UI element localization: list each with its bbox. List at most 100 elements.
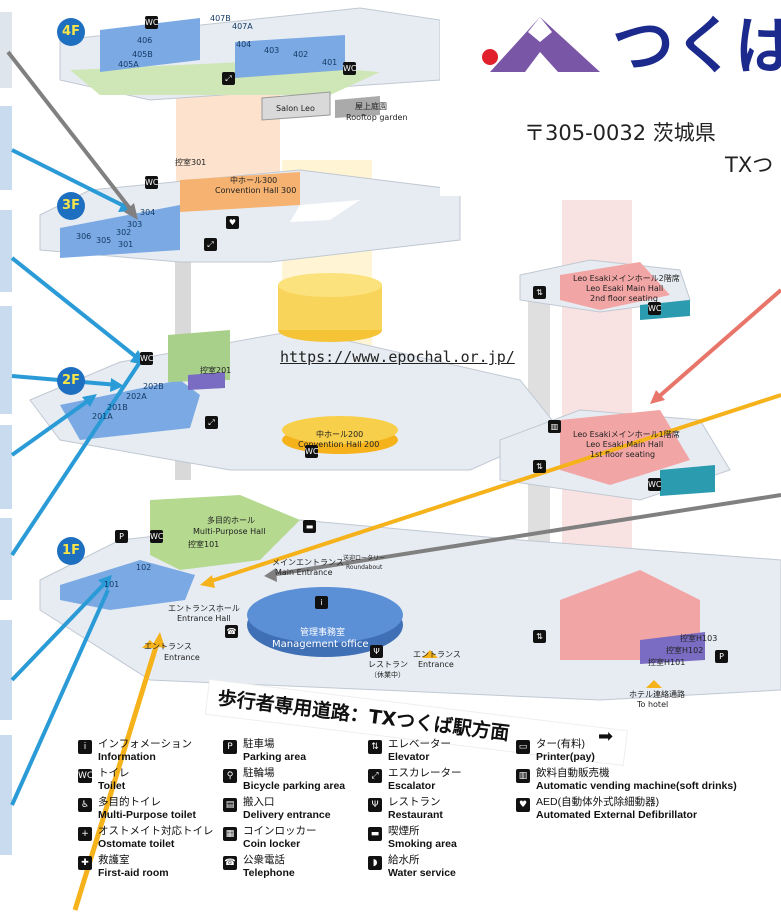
roundabout-label-jp: 送迎ロータリー <box>343 555 386 562</box>
main-hall-1f-label-jp: Leo Esakiメインホール1階席 <box>573 430 680 439</box>
legend-label-en: Bicycle parking area <box>243 780 346 792</box>
main-hall-1f-label-en2: 1st floor seating <box>590 450 656 459</box>
legend-label-jp: オストメイト対応トイレ <box>98 825 214 837</box>
toilet-icon: WC <box>145 176 159 189</box>
header-card <box>440 0 781 196</box>
legend-label-en: Water service <box>388 867 456 879</box>
legend-label-en: Delivery entrance <box>243 809 331 821</box>
aed-icon: ♥ <box>226 216 239 229</box>
left-strip <box>0 425 12 509</box>
room-402: 402 <box>293 50 309 59</box>
seminar-h101-label: 控室H101 <box>648 658 686 667</box>
info-icon: i <box>315 596 328 609</box>
hall-300-label-jp: 中ホール300 <box>230 176 278 185</box>
toilet-icon: WC <box>648 478 662 491</box>
vending-icon: ▥ <box>516 769 530 783</box>
aed-icon: ♥ <box>516 798 530 812</box>
legend-label-en: Coin locker <box>243 838 301 850</box>
entrance-hall-label-jp: エントランスホール <box>168 604 240 613</box>
seminar-301-label: 控室301 <box>175 158 207 167</box>
toilet-icon: WC <box>140 352 154 365</box>
legend-label: AED(自動体外式除細動器)Automated External Defibri… <box>536 796 697 822</box>
legend-label-en: First-aid room <box>98 867 169 879</box>
hall-200-label-en: Convention Hall 200 <box>298 440 380 449</box>
toilet-icon: WC <box>150 530 164 543</box>
toilet-icon: WC <box>305 445 319 458</box>
legend-label-en: Toilet <box>98 780 126 792</box>
toilet-icon: WC <box>145 16 159 29</box>
legend-label-en: Automatic vending machine(soft drinks) <box>536 780 737 792</box>
hotel-label-jp: ホテル連絡通路 <box>629 690 685 699</box>
room-404: 404 <box>236 40 252 49</box>
legend-label-en: Parking area <box>243 751 307 763</box>
mph-label-en: Multi-Purpose Hall <box>193 527 266 536</box>
entrance-right-label-jp: エントランス <box>413 650 461 659</box>
legend-item: ▭ ター(有料)Printer(pay) <box>516 738 595 766</box>
legend-label-jp: インフォメーション <box>98 738 192 750</box>
escalator-icon: ⤢ <box>222 72 235 85</box>
printer-icon: ▭ <box>516 740 530 754</box>
room-401: 401 <box>322 58 338 67</box>
restaurant-icon: Ψ <box>368 798 382 812</box>
floor-badge-4f: 4F <box>57 18 85 46</box>
left-strip <box>0 620 12 720</box>
main-entrance-label-jp: メインエントランス <box>272 558 344 567</box>
legend-label-jp: レストラン <box>388 796 441 808</box>
legend-label-jp: トイレ <box>98 767 130 779</box>
room-305: 305 <box>96 236 112 245</box>
elevator-icon: ⇅ <box>533 460 546 473</box>
room-405b: 405B <box>132 50 153 59</box>
locker-icon: ▦ <box>223 827 237 841</box>
website-url[interactable]: https://www.epochal.or.jp/ <box>280 348 515 366</box>
telephone-icon: ☎ <box>225 625 238 638</box>
floor-badge-3f: 3F <box>57 192 85 220</box>
rooftop-label-en: Rooftop garden <box>346 113 408 122</box>
management-office-label-en: Management office <box>272 639 369 650</box>
escalator-icon: ⤢ <box>204 238 217 251</box>
room-403: 403 <box>264 46 280 55</box>
legend-label-jp: 多目的トイレ <box>98 796 161 808</box>
hall-200-label-jp: 中ホール200 <box>316 430 364 439</box>
hall-300-label-en: Convention Hall 300 <box>215 186 297 195</box>
left-strip <box>0 518 12 600</box>
info-icon: i <box>78 740 92 754</box>
restaurant-note: （休業中） <box>370 671 405 679</box>
address-line-1: 〒305-0032 茨城県 <box>524 121 716 145</box>
main-entrance-label-en: Main Entrance <box>275 568 333 577</box>
toilet-icon: WC <box>343 62 357 75</box>
entrance-hall-label-en: Entrance Hall <box>177 614 231 623</box>
logo-mark-icon <box>482 17 600 72</box>
legend-label-en: Telephone <box>243 867 295 879</box>
toilet-icon: WC <box>78 769 94 783</box>
toilet-icon: WC <box>648 302 662 315</box>
roundabout-label-en: Roundabout <box>346 564 383 571</box>
parking-icon: P <box>715 650 728 663</box>
legend-label-en: Printer(pay) <box>536 751 595 763</box>
salon-leo-label: Salon Leo <box>276 104 315 113</box>
smoking-icon: ▬ <box>303 520 316 533</box>
management-office-label-jp: 管理事務室 <box>300 628 346 638</box>
legend-label-jp: ター(有料) <box>536 738 585 750</box>
entrance-left-label-en: Entrance <box>164 653 200 662</box>
legend-label-jp: 搬入口 <box>243 796 275 808</box>
smoking-icon: ▬ <box>368 827 382 841</box>
first-aid-icon: ✚ <box>78 856 92 870</box>
